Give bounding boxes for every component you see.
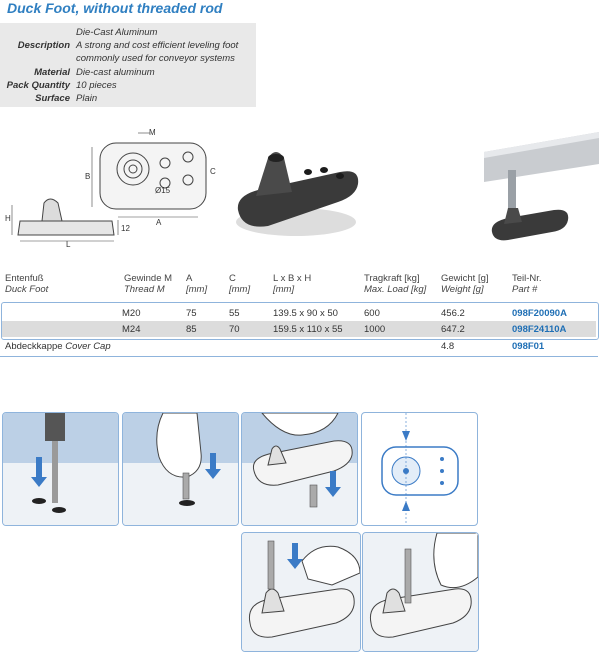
header-dims: L x B x H[mm]	[273, 273, 312, 295]
cell-thread: M20	[122, 308, 141, 319]
product-title: Duck Foot, without threaded rod	[7, 0, 223, 16]
spec-label: Material	[34, 67, 70, 78]
dim-m-label: M	[149, 128, 156, 137]
spec-value: 10 pieces	[76, 80, 117, 91]
step-panel-insert-anchor	[122, 412, 239, 526]
product-table	[1, 302, 599, 340]
step-panel-place-foot	[241, 412, 358, 526]
cell-part[interactable]: 098F24110A	[512, 324, 567, 335]
table-divider	[0, 356, 598, 357]
dim-h-label: H	[5, 214, 11, 223]
cell-part[interactable]: 098F20090A	[512, 308, 567, 319]
step-panel-nut	[241, 532, 361, 652]
header-load: Tragkraft [kg]Max. Load [kg]	[364, 273, 427, 295]
spec-label: Pack Quantity	[6, 80, 70, 91]
cell-load: 600	[364, 308, 380, 319]
dim-12-label: 12	[121, 224, 130, 233]
cell-dims: 139.5 x 90 x 50	[273, 308, 338, 319]
technical-drawing: M B C A H L 12 Ø15	[5, 128, 216, 249]
step-panel-top-view	[361, 412, 478, 526]
dim-d15-label: Ø15	[155, 186, 171, 195]
cell-a: 85	[186, 324, 197, 335]
header-part: Teil-Nr.Part #	[512, 273, 542, 295]
cell-weight: 647.2	[441, 324, 465, 335]
spec-panel: Die-Cast Aluminum Description A strong a…	[0, 23, 256, 107]
dim-b-label: B	[85, 172, 90, 181]
product-photo	[236, 152, 359, 236]
cell-a: 75	[186, 308, 197, 319]
cell-weight: 456.2	[441, 308, 465, 319]
dim-a-label: A	[156, 218, 162, 227]
header-a: A[mm]	[186, 273, 208, 295]
cell-c: 55	[229, 308, 240, 319]
spec-value: commonly used for conveyor systems	[76, 53, 235, 64]
cell-weight: 4.8	[441, 341, 455, 352]
spec-value: Plain	[76, 93, 98, 104]
cell-part[interactable]: 098F01	[512, 341, 545, 352]
dim-c-label: C	[210, 167, 216, 176]
spec-label: Surface	[35, 93, 70, 104]
cell-c: 70	[229, 324, 240, 335]
conveyor-photo	[484, 132, 599, 241]
cell-cap: Abdeckkappe Cover Cap	[5, 341, 111, 352]
header-c: C[mm]	[229, 273, 251, 295]
spec-value: A strong and cost efficient leveling foo…	[76, 40, 239, 51]
cell-load: 1000	[364, 324, 386, 335]
cell-thread: M24	[122, 324, 141, 335]
dim-l-label: L	[66, 240, 71, 249]
cell-dims: 159.5 x 110 x 55	[273, 324, 343, 335]
step-panel-drill	[2, 412, 119, 526]
row-shade	[2, 321, 596, 337]
spec-value: Die-cast aluminum	[76, 67, 155, 78]
spec-value: Die-Cast Aluminum	[76, 27, 158, 38]
step-panel-fixed	[362, 532, 479, 652]
spec-label: Description	[17, 40, 70, 51]
header-weight: Gewicht [g]Weight [g]	[441, 273, 489, 295]
